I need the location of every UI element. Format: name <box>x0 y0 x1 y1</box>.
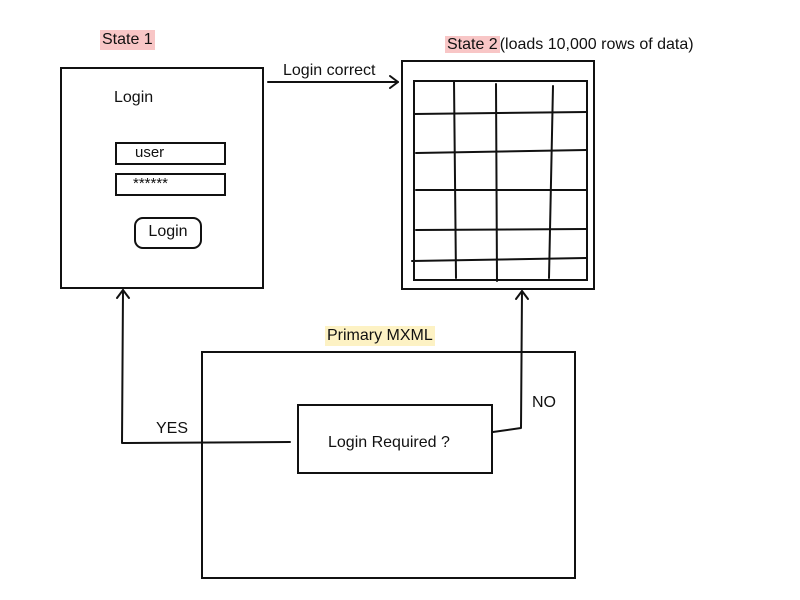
login-button[interactable]: Login <box>134 217 202 249</box>
state2-header: State 2(loads 10,000 rows of data) <box>445 35 694 55</box>
grid-row-line <box>413 111 588 115</box>
yes-arrowhead <box>116 289 130 299</box>
login-correct-arrowhead <box>389 75 399 89</box>
grid-col-line <box>453 80 457 279</box>
state2-data-panel <box>401 60 595 290</box>
no-label: NO <box>532 394 556 411</box>
state1-label: State 1 <box>100 30 155 50</box>
username-field[interactable]: user <box>115 142 226 165</box>
grid-row-line <box>411 257 587 262</box>
grid-row-line <box>415 149 587 154</box>
password-field[interactable]: ****** <box>115 173 226 196</box>
grid-col-line <box>495 83 498 282</box>
grid-row-line <box>415 228 587 231</box>
yes-connector <box>121 289 291 444</box>
yes-label: YES <box>156 420 189 437</box>
login-title: Login <box>114 89 154 106</box>
decision-text: Login Required ? <box>328 434 450 451</box>
login-correct-label: Login correct <box>283 62 376 79</box>
state2-note: (loads 10,000 rows of data) <box>499 36 694 53</box>
grid-col-line <box>548 85 554 279</box>
state2-label: State 2 <box>445 36 500 53</box>
login-required-decision: Login Required ? <box>297 404 493 474</box>
no-arrowhead <box>515 290 529 300</box>
no-connector <box>492 290 523 433</box>
primary-mxml-label: Primary MXML <box>325 326 435 346</box>
state1-login-panel: Login user ****** Login <box>60 67 264 289</box>
